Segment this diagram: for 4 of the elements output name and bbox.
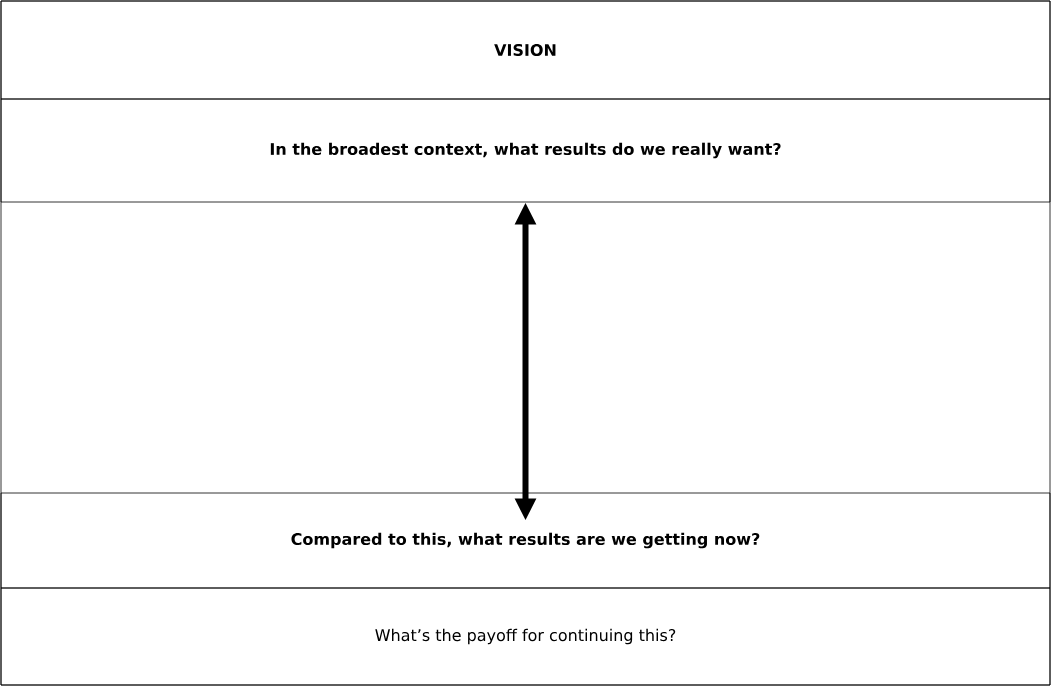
text-band: What’s the payoff for continuing this? xyxy=(0,587,1051,686)
text-band: In the broadest context, what results do we really want? xyxy=(0,98,1051,203)
text-band: Compared to this, what results are we getting now? xyxy=(0,492,1051,589)
text-band: VISION xyxy=(0,0,1051,100)
